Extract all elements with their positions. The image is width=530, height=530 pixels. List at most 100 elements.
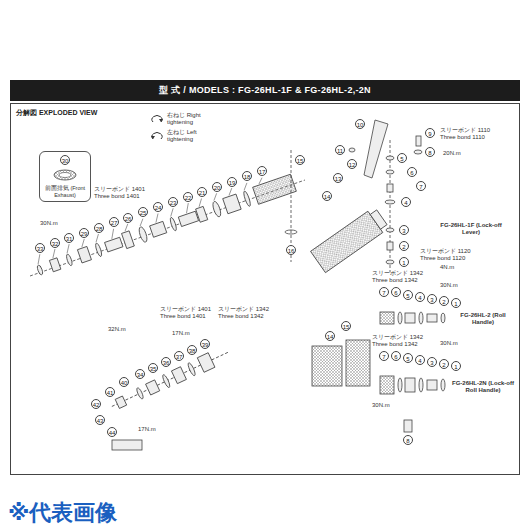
o-ring bbox=[285, 230, 297, 234]
callout-number: 10 bbox=[355, 119, 365, 129]
callout-number: 40 bbox=[119, 377, 129, 387]
left-turn-icon bbox=[150, 130, 164, 142]
torque-value: 32N.m bbox=[108, 326, 126, 333]
callout-number: 4 bbox=[415, 292, 425, 302]
title-text: 型 式 / MODELS : FG-26HL-1F & FG-26HL-2,-2… bbox=[159, 84, 371, 97]
torque-value: 30N.m bbox=[440, 340, 458, 347]
sealant-note: スリーボンド 1401 Three bond 1401 bbox=[94, 186, 150, 200]
callout-number: 39 bbox=[200, 339, 210, 349]
callout-number: 38 bbox=[187, 345, 197, 355]
callout-number: 12 bbox=[347, 159, 357, 169]
legend: 右ねじ Right tightening 左ねじ Left tightening bbox=[150, 112, 213, 146]
legend-text: 左ねじ Left tightening bbox=[167, 129, 213, 143]
torque-value: 17N.m bbox=[138, 426, 156, 433]
callout-number: 36 bbox=[161, 357, 171, 367]
callout-number: 43 bbox=[95, 415, 105, 425]
torque-value: 30N.m bbox=[40, 220, 58, 227]
callout-number: 32 bbox=[50, 238, 60, 248]
callout-number: 17 bbox=[257, 166, 267, 176]
sealant-note: スリーボンド 1401 Three bond 1401 bbox=[160, 306, 216, 320]
exhaust-ring bbox=[50, 167, 80, 183]
roll-handle-assembly bbox=[380, 312, 445, 324]
callout-number: 42 bbox=[91, 399, 101, 409]
callout-number: 15 bbox=[295, 155, 305, 165]
torque-value: 4N.m bbox=[440, 264, 454, 271]
torque-value: 30N.m bbox=[372, 402, 390, 409]
callout-number: 1 bbox=[451, 298, 461, 308]
callout-number: 3 bbox=[427, 357, 437, 367]
front-assembly bbox=[108, 344, 233, 413]
callout-number: 5 bbox=[403, 290, 413, 300]
legend-row: 左ねじ Left tightening bbox=[150, 129, 213, 143]
callout-number: 41 bbox=[105, 387, 115, 397]
callout-number: 14 bbox=[325, 331, 335, 341]
front-exhaust-box: 30 前面排気 (Front Exhaust) bbox=[39, 151, 91, 202]
tool-housing bbox=[311, 207, 390, 273]
callout-number: 33 bbox=[35, 243, 45, 253]
callout-number: 5 bbox=[403, 353, 413, 363]
callout-number: 30 bbox=[60, 155, 70, 165]
torque-value: 30N.m bbox=[440, 282, 458, 289]
callout-number: 11 bbox=[335, 145, 345, 155]
callout-number: 16 bbox=[286, 245, 296, 255]
callout-number: 2 bbox=[439, 296, 449, 306]
callout-number: 5 bbox=[397, 153, 407, 163]
torque-value: 20N.m bbox=[443, 150, 461, 157]
callout-number: 28 bbox=[94, 223, 104, 233]
model-label: FG-26HL-2 (Roll Handle) bbox=[452, 312, 514, 326]
sealant-note: スリーボンド 1120 Three bond 1120 bbox=[420, 248, 476, 262]
callout-number: 23 bbox=[168, 197, 178, 207]
callout-number: 2 bbox=[439, 359, 449, 369]
callout-number: 26 bbox=[123, 213, 133, 223]
lock-off-lever bbox=[364, 120, 388, 178]
callout-number: 7 bbox=[379, 351, 389, 361]
torque-value: 17N.m bbox=[172, 330, 190, 337]
lock-pin bbox=[404, 420, 412, 432]
roll-handle bbox=[312, 340, 370, 386]
legend-text: 右ねじ Right tightening bbox=[167, 112, 213, 126]
callout-number: 6 bbox=[407, 167, 417, 177]
callout-number: 1 bbox=[399, 257, 409, 267]
sealant-note: スリーボンド 1110 Three bond 1110 bbox=[440, 127, 496, 141]
model-label: FG-26HL-1F (Lock-off Lever) bbox=[440, 222, 502, 236]
callout-number: 35 bbox=[148, 363, 158, 373]
callout-number: 21 bbox=[197, 187, 207, 197]
callout-number: 13 bbox=[333, 173, 343, 183]
callout-number: 3 bbox=[399, 225, 409, 235]
callout-number: 44 bbox=[107, 427, 117, 437]
legend-row: 右ねじ Right tightening bbox=[150, 112, 213, 126]
right-turn-icon bbox=[150, 113, 164, 125]
title-band: 型 式 / MODELS : FG-26HL-1F & FG-26HL-2,-2… bbox=[10, 80, 520, 101]
callout-number: 20 bbox=[212, 182, 222, 192]
callout-number: 27 bbox=[109, 217, 119, 227]
exploded-view-frame: 分解図 EXPLODED VIEW 30 前面排気 (Front Exhaust) bbox=[10, 103, 520, 475]
callout-number: 24 bbox=[153, 202, 163, 212]
callout-number: 1 bbox=[451, 361, 461, 371]
callout-number: 22 bbox=[183, 192, 193, 202]
callout-number: 14 bbox=[322, 191, 332, 201]
callout-number: 25 bbox=[138, 207, 148, 217]
sealant-note: スリーボンド 1342 Three bond 1342 bbox=[218, 306, 274, 320]
callout-number: 6 bbox=[391, 351, 401, 361]
screw bbox=[416, 136, 421, 146]
callout-number: 3 bbox=[427, 294, 437, 304]
callout-number: 6 bbox=[391, 287, 401, 297]
callout-number: 9 bbox=[425, 128, 435, 138]
callout-number: 29 bbox=[79, 228, 89, 238]
callout-number: 8 bbox=[403, 435, 413, 445]
callout-number: 19 bbox=[227, 177, 237, 187]
callout-number: 31 bbox=[64, 233, 74, 243]
image-note: ※代表画像 bbox=[8, 498, 117, 528]
callout-number: 7 bbox=[416, 181, 426, 191]
callout-number: 7 bbox=[379, 287, 389, 297]
callout-number: 4 bbox=[401, 197, 411, 207]
sealant-note: スリーボンド 1342 Three bond 1342 bbox=[372, 334, 428, 348]
view-heading: 分解図 EXPLODED VIEW bbox=[16, 108, 97, 118]
box-caption: 前面排気 (Front Exhaust) bbox=[42, 185, 88, 198]
callout-number: 8 bbox=[425, 147, 435, 157]
lock-off-roll-handle-assembly bbox=[380, 376, 445, 432]
callout-number: 37 bbox=[174, 351, 184, 361]
callout-number: 2 bbox=[399, 241, 409, 251]
spindle-assembly bbox=[33, 169, 296, 280]
sealant-note: スリーボンド 1342 Three bond 1342 bbox=[372, 270, 428, 284]
